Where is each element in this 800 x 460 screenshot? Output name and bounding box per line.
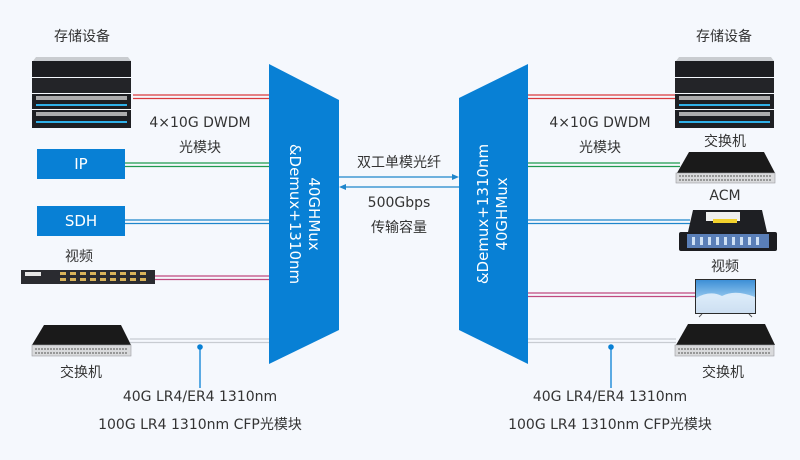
fiber-arrow-right: [339, 174, 459, 180]
left-mux-label-line1: 40GHMux: [305, 177, 323, 251]
right-switch-top-label: 交换机: [704, 134, 746, 150]
left-video-label: 视频: [65, 249, 93, 265]
right-module-label-line2: 100G LR4 1310nm CFP光模块: [508, 417, 712, 433]
left-switch-label: 交换机: [60, 365, 102, 381]
left-video-link: [155, 275, 270, 281]
capacity-label-line1: 500Gbps: [367, 195, 431, 211]
left-storage-device-icon: [32, 57, 131, 128]
right-switch-link: [528, 162, 680, 168]
right-acm-label: ACM: [709, 188, 741, 204]
right-module-label-line1: 40G LR4/ER4 1310nm: [532, 389, 688, 405]
right-storage-link: [528, 94, 676, 100]
right-dwdm-label-line2: 光模块: [579, 140, 621, 156]
right-mux-label: &Demux+1310nm 40GHMux: [474, 144, 512, 284]
right-mux-demux: [459, 64, 528, 364]
left-sdh-link: [125, 219, 270, 225]
left-video-device-icon: [21, 270, 155, 284]
left-switch-icon: [31, 325, 132, 357]
right-acm-link: [528, 219, 690, 225]
right-dwdm-label-line1: 4×10G DWDM: [549, 115, 651, 131]
right-mux-label-line2: &Demux+1310nm: [474, 143, 492, 285]
ip-box: IP: [37, 149, 125, 179]
right-acm-device-icon: [679, 210, 777, 251]
right-video-tv-icon: [695, 279, 756, 318]
right-module-pointer: [608, 344, 614, 388]
left-dwdm-label-line2: 光模块: [179, 140, 221, 156]
right-switch-bottom-link: [528, 338, 676, 344]
right-switch-bottom-label: 交换机: [702, 365, 744, 381]
left-module-pointer: [197, 344, 203, 388]
left-module-label-line1: 40G LR4/ER4 1310nm: [122, 389, 278, 405]
left-mux-label: 40GHMux &Demux+1310nm: [285, 144, 323, 284]
left-storage-link: [133, 94, 270, 100]
left-ip-link: [125, 162, 270, 168]
left-switch-link: [130, 338, 270, 344]
right-storage-device-icon: [675, 57, 774, 128]
left-module-label-line2: 100G LR4 1310nm CFP光模块: [98, 417, 302, 433]
sdh-box: SDH: [37, 206, 125, 236]
right-switch-top-icon: [675, 152, 776, 184]
left-storage-label: 存储设备: [54, 29, 110, 45]
left-mux-demux: [269, 64, 339, 364]
right-switch-bottom-icon: [674, 324, 775, 357]
capacity-label-line2: 传输容量: [371, 220, 427, 236]
right-video-link: [528, 292, 696, 298]
left-dwdm-label-line1: 4×10G DWDM: [149, 115, 251, 131]
fiber-arrow-left: [339, 184, 459, 190]
right-mux-label-line1: 40GHMux: [493, 177, 511, 251]
left-mux-label-line2: &Demux+1310nm: [286, 143, 304, 285]
fiber-label: 双工单模光纤: [357, 155, 441, 171]
right-video-label: 视频: [711, 259, 739, 275]
right-storage-label: 存储设备: [696, 29, 752, 45]
